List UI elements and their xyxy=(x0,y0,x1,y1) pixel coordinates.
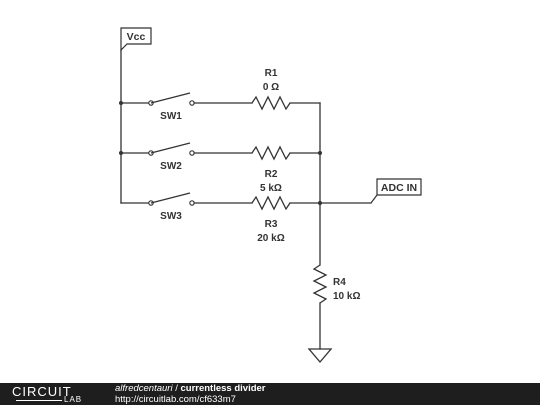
switch-label-sw1: SW1 xyxy=(160,111,182,122)
resistor-r1 xyxy=(251,95,291,111)
circuit-schematic: Vcc ADC IN xyxy=(119,27,422,364)
title-separator: / xyxy=(172,383,181,394)
logo-main-text: CIRCUIT xyxy=(12,384,72,399)
circuit-title: currentless divider xyxy=(180,383,266,394)
resistor-r4 xyxy=(312,264,328,304)
junction-dot xyxy=(119,101,123,105)
resistor-r3 xyxy=(251,195,291,211)
resistor-label-r3: R3 xyxy=(265,219,278,230)
vcc-label: Vcc xyxy=(127,31,146,43)
adc-in-tag: ADC IN xyxy=(370,178,422,204)
switch-label-sw3: SW3 xyxy=(160,211,182,222)
switch-sw2 xyxy=(120,142,195,156)
resistor-label-r1: R1 xyxy=(265,68,278,79)
resistor-label-r4: R4 xyxy=(333,277,346,288)
junction-dot xyxy=(318,201,322,205)
adc-in-label: ADC IN xyxy=(381,182,417,194)
resistor-label-r2: R2 xyxy=(265,169,278,180)
resistor-value-r4: 10 kΩ xyxy=(333,291,360,302)
circuit-url[interactable]: http://circuitlab.com/cf633m7 xyxy=(115,393,236,405)
switch-label-sw2: SW2 xyxy=(160,161,182,172)
vcc-supply: Vcc xyxy=(120,27,152,52)
junction-dot xyxy=(119,151,123,155)
junction-dot xyxy=(318,151,322,155)
switch-sw1 xyxy=(120,92,195,106)
ground-icon xyxy=(307,348,333,364)
author-link[interactable]: alfredcentauri xyxy=(115,383,173,394)
resistor-value-r2: 5 kΩ xyxy=(260,183,282,194)
resistor-r2 xyxy=(251,145,291,161)
logo-underline xyxy=(16,400,62,401)
resistor-value-r3: 20 kΩ xyxy=(257,233,284,244)
footer-caption: alfredcentauri / currentless divider htt… xyxy=(115,383,266,405)
resistor-value-r1: 0 Ω xyxy=(263,82,279,93)
switch-sw3 xyxy=(120,192,195,206)
footer-title-line: alfredcentauri / currentless divider xyxy=(115,383,266,395)
footer-bar: CIRCUIT LAB alfredcentauri / currentless… xyxy=(0,383,540,405)
circuitlab-logo[interactable]: CIRCUIT LAB xyxy=(12,384,92,404)
logo-sub-text: LAB xyxy=(64,395,83,404)
